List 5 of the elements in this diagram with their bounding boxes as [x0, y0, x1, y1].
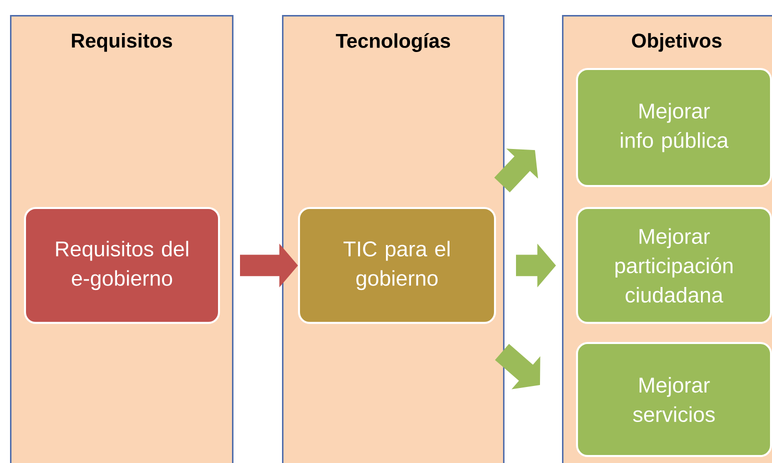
objective-box: Mejorar participación ciudadana	[576, 207, 772, 324]
process-box: TIC para el gobierno	[298, 207, 496, 324]
objective-box: Mejorar servicios	[576, 342, 772, 458]
process-box: Requisitos del e-gobierno	[24, 207, 220, 324]
objective-box: Mejorar info pública	[576, 68, 772, 188]
